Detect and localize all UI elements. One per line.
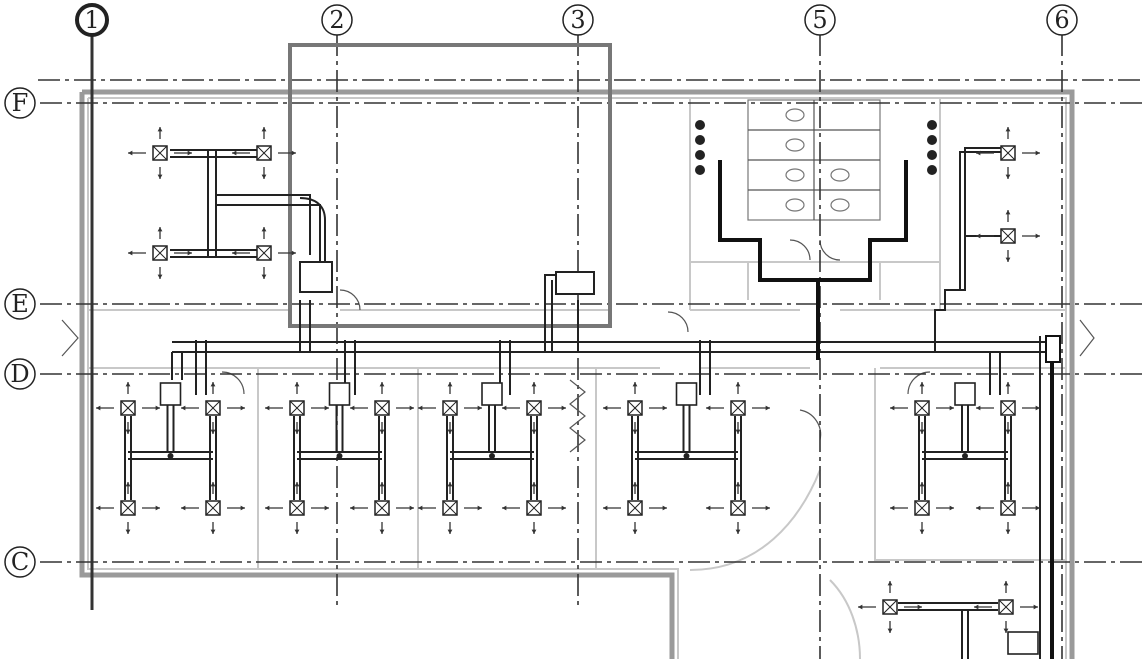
supply-diffuser: [350, 382, 414, 434]
grid-bubble-5: 5: [804, 4, 836, 36]
supply-diffuser: [976, 382, 1040, 434]
sink-fixture: [695, 120, 937, 175]
supply-diffuser: [976, 482, 1040, 534]
room-duct-tree: [631, 382, 742, 500]
vav-box: [328, 382, 351, 406]
supply-diffuser: [976, 127, 1040, 179]
supply-diffuser: [603, 382, 667, 434]
grid-bubble-label: 3: [570, 6, 585, 34]
vav-box: [954, 382, 976, 406]
supply-diffuser: [128, 127, 192, 179]
supply-diffuser: [181, 382, 245, 434]
supply-diffuser: [181, 482, 245, 534]
grid-bubble-label: 1: [84, 6, 99, 34]
grid-bubble-label: D: [10, 360, 29, 388]
upper-left-duct-zone: [170, 149, 595, 295]
diffuser-group: [96, 127, 1040, 659]
grid-bubble-label: F: [12, 89, 29, 117]
grid-bubble-F: F: [4, 87, 36, 119]
supply-diffuser: [706, 482, 770, 534]
vav-box: [675, 382, 698, 406]
fan-coil-unit-e2: [299, 261, 333, 293]
fan-coil-unit-e3: [555, 271, 595, 295]
building-walls: [61, 89, 1095, 659]
grid-lines: [38, 34, 1143, 659]
supply-diffuser: [418, 482, 482, 534]
supply-diffuser: [96, 382, 160, 434]
grid-bubble-label: 6: [1054, 6, 1069, 34]
supply-diffuser: [603, 482, 667, 534]
supply-diffuser: [502, 382, 566, 434]
grid-bubble-D: D: [4, 358, 36, 390]
room-duct-trees: [124, 382, 1012, 500]
supply-diffuser: [128, 227, 192, 279]
supply-diffuser: [418, 382, 482, 434]
supply-diffuser: [502, 482, 566, 534]
supply-diffuser: [706, 382, 770, 434]
grid-bubble-label: 2: [329, 6, 344, 34]
grid-bubble-C: C: [4, 546, 36, 578]
flex-duct: [569, 379, 586, 453]
room-duct-tree: [293, 382, 386, 500]
room-duct-tree: [918, 382, 1012, 500]
vav-box: [159, 382, 182, 406]
toilet-fixture: [785, 108, 850, 212]
grid-bubble-E: E: [4, 288, 36, 320]
room-duct-tree: [124, 382, 217, 500]
supply-diffuser: [858, 581, 922, 633]
grid-bubble-1: 1: [75, 3, 109, 37]
supply-diffuser: [890, 482, 954, 534]
grid-bubble-label: C: [11, 548, 29, 576]
grid-bubble-2: 2: [321, 4, 353, 36]
grid-bubble-label: E: [11, 290, 29, 318]
supply-diffuser: [976, 210, 1040, 262]
restroom-fixtures: [695, 99, 937, 221]
main-supply-duct: [171, 147, 1061, 659]
supply-diffuser: [96, 482, 160, 534]
grid-bubble-3: 3: [562, 4, 594, 36]
room-duct-tree: [446, 382, 538, 500]
supply-diffuser: [232, 127, 296, 179]
highlight-box: [288, 43, 612, 328]
grid-bubbles: 1 2 3 5 6 F E D: [4, 3, 1078, 578]
supply-diffuser: [350, 482, 414, 534]
supply-diffuser: [232, 227, 296, 279]
fan-coil-unit-c: [1007, 631, 1039, 655]
supply-diffuser: [890, 382, 954, 434]
supply-diffuser: [265, 382, 329, 434]
vav-box: [481, 382, 503, 406]
supply-diffuser: [974, 581, 1038, 633]
grid-bubble-label: 5: [812, 6, 827, 34]
grid-bubble-6: 6: [1046, 4, 1078, 36]
supply-diffuser: [265, 482, 329, 534]
